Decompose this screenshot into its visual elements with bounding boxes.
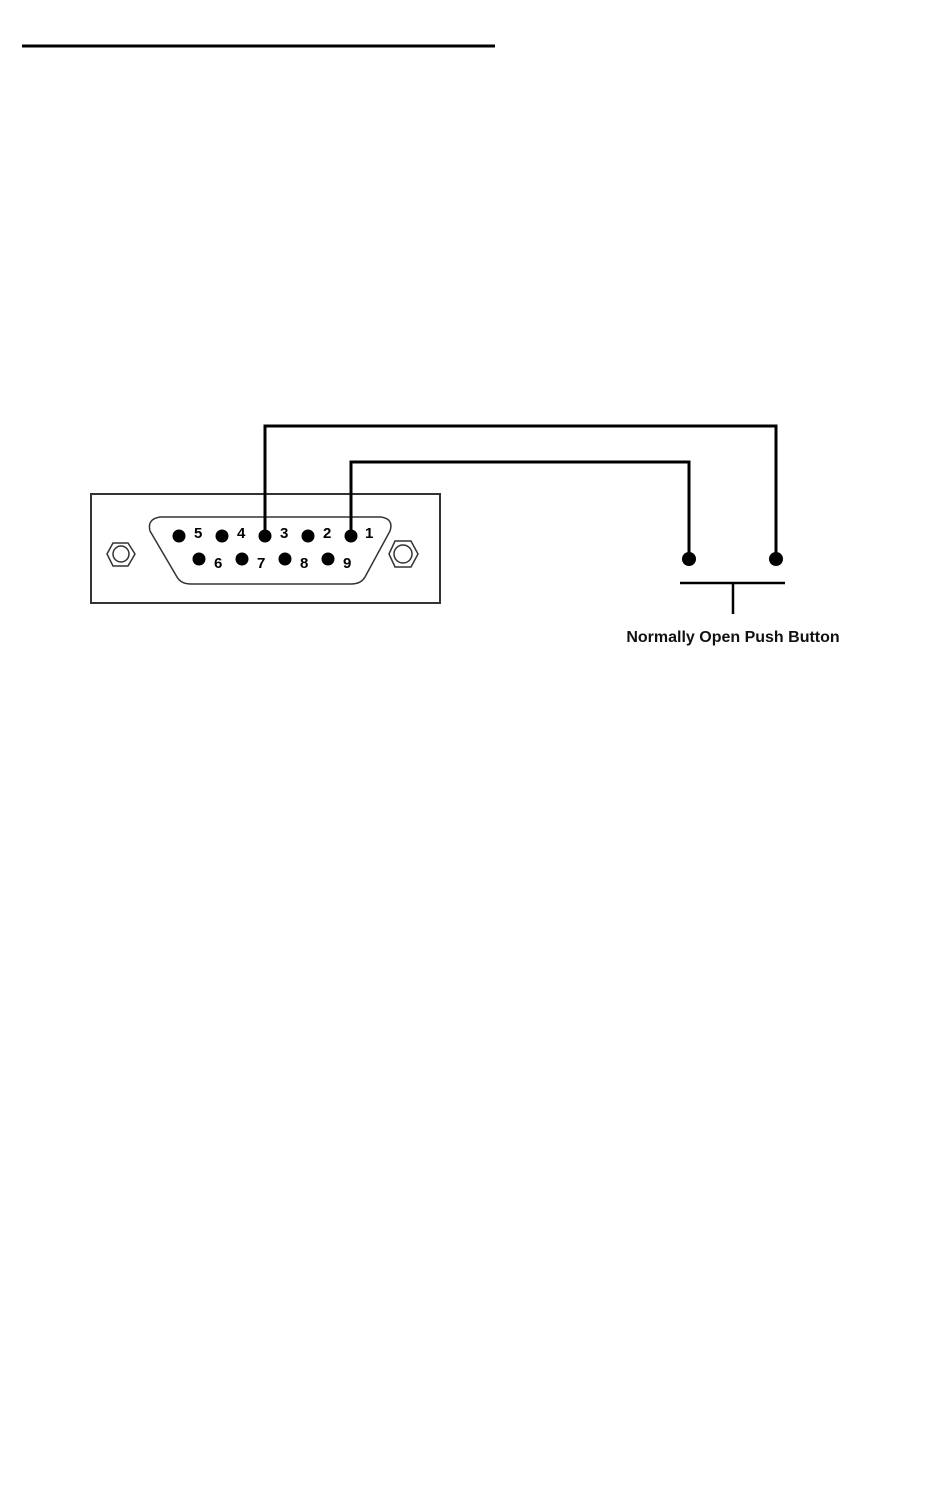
pin-5 <box>173 530 186 543</box>
pin-8-label: 8 <box>300 555 308 572</box>
pin-6-label: 6 <box>214 555 222 572</box>
pin-6 <box>193 553 206 566</box>
right-mounting-screw-icon <box>389 541 418 567</box>
pin-4 <box>216 530 229 543</box>
pin-4-label: 4 <box>237 525 246 542</box>
pin-8 <box>279 553 292 566</box>
left-mounting-screw-icon <box>107 543 135 566</box>
pin-3-label: 3 <box>280 525 288 542</box>
pin-2-label: 2 <box>323 525 331 542</box>
pin-9-label: 9 <box>343 555 351 572</box>
pin-7 <box>236 553 249 566</box>
pin-1-label: 1 <box>365 525 373 542</box>
switch-contact-right <box>769 552 783 566</box>
switch-caption: Normally Open Push Button <box>626 629 839 646</box>
push-button-symbol <box>680 552 785 614</box>
pin-2 <box>302 530 315 543</box>
pin-9 <box>322 553 335 566</box>
connector-shell <box>149 517 391 584</box>
switch-contact-left <box>682 552 696 566</box>
pin-7-label: 7 <box>257 555 265 572</box>
pin-5-label: 5 <box>194 525 202 542</box>
